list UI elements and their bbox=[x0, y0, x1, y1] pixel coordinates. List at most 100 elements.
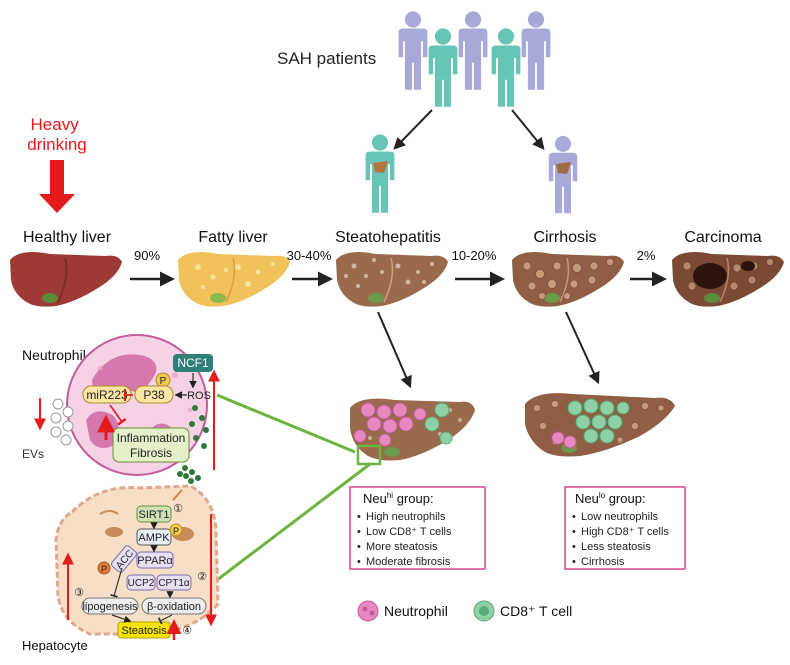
patient-person-icon bbox=[521, 11, 551, 90]
mir223-label: miR223 bbox=[86, 388, 128, 402]
list-item: High CD8⁺ T cells bbox=[581, 526, 669, 538]
legend-neutrophil-label: Neutrophil bbox=[384, 603, 448, 619]
sah-patients-group bbox=[398, 11, 551, 107]
percent-90: 90% bbox=[134, 248, 160, 263]
legend-cd8-label: CD8⁺ T cell bbox=[500, 603, 572, 619]
ampk-label: AMPK bbox=[138, 532, 170, 544]
marker-2: ② bbox=[197, 571, 207, 583]
acc-to-lipogenesis bbox=[114, 567, 123, 596]
lipogenesis-node bbox=[81, 597, 139, 615]
p38-node bbox=[134, 385, 174, 404]
lipogenesis-label: lipogenesis bbox=[82, 601, 138, 613]
sirt1-inhibition-icon bbox=[172, 489, 183, 501]
tumor-mass bbox=[693, 263, 727, 289]
stage-label-steatohepatitis: Steatohepatitis bbox=[335, 229, 441, 246]
acc-phospho-label: P bbox=[101, 564, 107, 574]
ucp2-node bbox=[126, 574, 156, 591]
heavy-drinking-label: Heavy drinking bbox=[27, 115, 87, 154]
stage-label-healthy: Healthy liver bbox=[23, 229, 112, 246]
ampk-phospho-label: P bbox=[173, 526, 179, 536]
stage-label-carcinoma: Carcinoma bbox=[684, 229, 761, 246]
list-item: More steatosis bbox=[366, 541, 438, 553]
patient-liver-icon bbox=[373, 161, 388, 173]
cd8-nucleus-icon bbox=[479, 606, 489, 616]
neu-hi-group-box bbox=[349, 486, 486, 570]
p38-phospho-label: P bbox=[160, 376, 167, 387]
inflammation-fibrosis-node bbox=[112, 427, 190, 463]
ros-label: ROS bbox=[187, 390, 211, 402]
evs-label: EVs bbox=[22, 447, 44, 461]
cirrhosis-patient-icon bbox=[548, 135, 578, 214]
arrow-to-cirrhosis bbox=[511, 109, 545, 150]
ros-granules-icon bbox=[189, 405, 209, 449]
marker-1: ① bbox=[173, 503, 183, 515]
ucp2-label: UCP2 bbox=[128, 578, 155, 589]
fibrosis-label: Fibrosis bbox=[130, 446, 172, 460]
neutrophil-panel-title: Neutrophil bbox=[22, 347, 86, 363]
neutrophil-to-liver-line bbox=[216, 393, 356, 454]
percent-10-20: 10-20% bbox=[452, 248, 497, 263]
neu-lo-cd8-cluster bbox=[567, 398, 630, 444]
patient-liver-icon bbox=[556, 162, 571, 174]
list-item: Low CD8⁺ T cells bbox=[366, 526, 452, 538]
patient-person-icon bbox=[458, 11, 488, 90]
list-item: Cirrhosis bbox=[581, 556, 625, 568]
neu-hi-cd8-cluster bbox=[424, 402, 453, 445]
list-item: Less steatosis bbox=[581, 541, 651, 553]
ncf1-node bbox=[173, 354, 213, 372]
cpt1a-node bbox=[156, 574, 192, 591]
neutrophil-nucleus-icon bbox=[362, 606, 368, 612]
mitochondria-icon bbox=[105, 527, 123, 537]
ampk-phospho-icon bbox=[169, 523, 183, 537]
list-item: • bbox=[357, 556, 361, 568]
neu-hi-group-title: Neuhi group: bbox=[363, 491, 434, 506]
cpt1a-label: CPT1α bbox=[158, 578, 190, 589]
acc-node bbox=[111, 545, 137, 573]
neu-lo-neutrophil-cluster bbox=[551, 431, 577, 449]
inflammation-label: Inflammation bbox=[117, 431, 186, 445]
patient-person-icon bbox=[428, 28, 458, 107]
mitochondria-icon bbox=[99, 510, 119, 515]
arrow-to-steatohepatitis bbox=[393, 109, 433, 150]
mir223-inhibits-inflammation bbox=[109, 404, 122, 422]
evs-vesicles-icon bbox=[50, 398, 74, 446]
acc-phospho-icon bbox=[97, 561, 111, 575]
list-item: • bbox=[572, 511, 576, 523]
patients-label: SAH patients bbox=[277, 49, 376, 68]
list-item: Moderate fibrosis bbox=[366, 556, 451, 568]
hepatocyte-to-liver-line bbox=[216, 462, 371, 582]
p38-label: P38 bbox=[143, 388, 165, 402]
percent-2: 2% bbox=[637, 248, 656, 263]
secreted-granules-icon bbox=[177, 465, 201, 484]
steatohepatitis-patient-icon bbox=[365, 134, 395, 213]
list-item: • bbox=[572, 556, 576, 568]
arrow-to-neu-hi-liver bbox=[377, 311, 412, 389]
beta-oxidation-node bbox=[141, 597, 207, 615]
stage-label-fatty: Fatty liver bbox=[198, 229, 268, 246]
cirrhosis-liver-image bbox=[512, 252, 624, 307]
percent-30-40: 30-40% bbox=[287, 248, 332, 263]
steatosis-label: Steatosis bbox=[121, 625, 167, 637]
ppara-label: PPARα bbox=[137, 555, 173, 567]
neu-lo-group-box bbox=[564, 486, 686, 570]
arrow-to-neu-lo-liver bbox=[565, 311, 600, 385]
list-item: High neutrophils bbox=[366, 511, 446, 523]
sirt1-label: SIRT1 bbox=[139, 509, 170, 521]
stage-label-cirrhosis: Cirrhosis bbox=[533, 229, 596, 246]
marker-3: ③ bbox=[74, 587, 84, 599]
list-item: • bbox=[357, 541, 361, 553]
steatohepatitis-liver-image bbox=[336, 252, 448, 307]
marker-4: ④ bbox=[182, 625, 192, 637]
list-item: • bbox=[572, 541, 576, 553]
neutrophil-legend-icon bbox=[357, 600, 379, 622]
neu-lo-group-title: Neulo group: bbox=[575, 491, 646, 506]
lipogenesis-to-steatosis bbox=[111, 614, 132, 623]
list-item: • bbox=[357, 526, 361, 538]
list-item: Low neutrophils bbox=[581, 511, 659, 523]
sirt1-node bbox=[136, 505, 172, 523]
neu-hi-neutrophil-cluster bbox=[353, 402, 427, 447]
oxidation-to-steatosis bbox=[160, 614, 173, 621]
patient-person-icon bbox=[398, 11, 428, 90]
carcinoma-liver-image bbox=[672, 252, 784, 307]
